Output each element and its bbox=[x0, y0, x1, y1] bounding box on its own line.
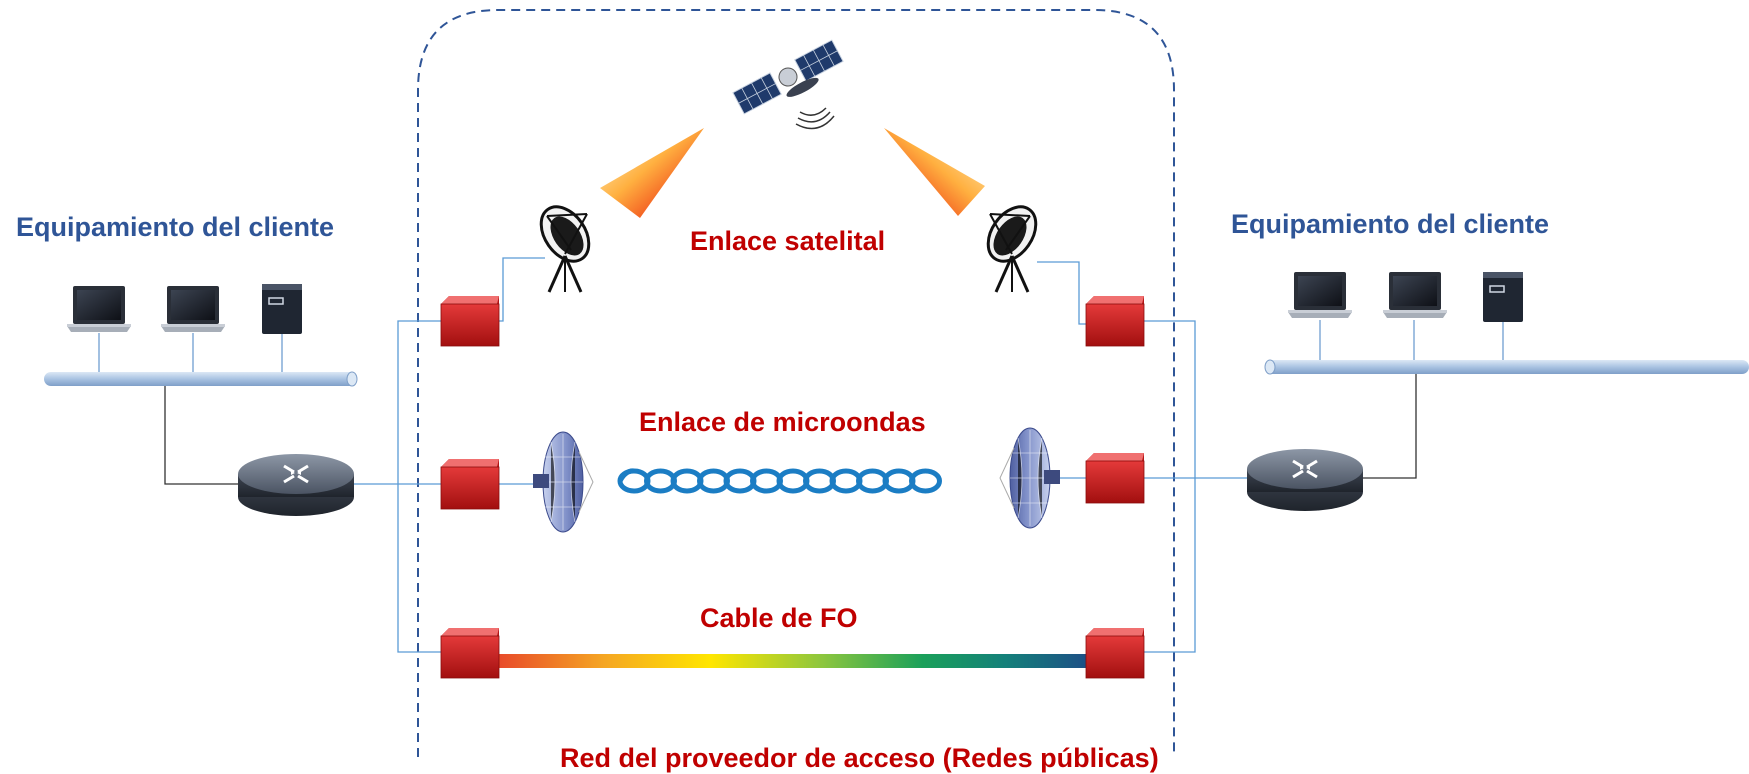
provider-network-label: Red del proveedor de acceso (Redes públi… bbox=[560, 743, 1159, 773]
laptop-icon bbox=[67, 286, 131, 332]
laptop-icon bbox=[1383, 272, 1447, 318]
signal-loop bbox=[697, 468, 730, 494]
left-client-title: Equipamiento del cliente bbox=[16, 212, 335, 242]
signal-loop bbox=[909, 468, 942, 494]
access-wires bbox=[354, 257, 1247, 653]
multiplexer-box-icon bbox=[1085, 452, 1145, 504]
multiplexer-box-icon bbox=[440, 627, 500, 679]
microwave-antenna-icon bbox=[999, 427, 1061, 529]
signal-tail bbox=[617, 468, 635, 483]
signal-wave-icon bbox=[795, 107, 835, 130]
multiplexer-box-icon bbox=[1085, 295, 1145, 347]
multiplexer-box-icon bbox=[1085, 627, 1145, 679]
satellite-beam-right bbox=[884, 128, 985, 216]
dish-antenna-icon bbox=[976, 196, 1048, 294]
signal-loop bbox=[829, 468, 863, 494]
server-icon bbox=[261, 283, 303, 335]
multiplexer-box-icon bbox=[440, 295, 500, 347]
signal-loop bbox=[776, 468, 810, 494]
microwave-signal bbox=[617, 468, 942, 494]
laptop-icon bbox=[1288, 272, 1352, 318]
right-client-lan bbox=[1245, 271, 1749, 513]
signal-loop bbox=[723, 468, 757, 494]
lan-bus bbox=[1265, 360, 1749, 374]
fiber-link-label: Cable de FO bbox=[700, 603, 858, 633]
server-icon bbox=[1482, 271, 1524, 323]
signal-loop bbox=[856, 468, 889, 494]
microwave-link-label: Enlace de microondas bbox=[639, 407, 926, 437]
signal-loop bbox=[670, 468, 704, 494]
network-diagram bbox=[44, 9, 1749, 757]
satellite-beam-left bbox=[600, 128, 704, 218]
left-client-lan bbox=[44, 283, 358, 518]
signal-loop bbox=[882, 468, 916, 494]
satellite-icon bbox=[732, 39, 844, 115]
dish-antenna-icon bbox=[529, 196, 601, 294]
signal-loop bbox=[750, 468, 783, 494]
right-client-title: Equipamiento del cliente bbox=[1231, 209, 1550, 239]
multiplexer-box-icon bbox=[440, 458, 500, 510]
signal-loop bbox=[644, 468, 677, 494]
fiber-cable bbox=[498, 654, 1088, 668]
laptop-icon bbox=[161, 286, 225, 332]
provider-network-boundary bbox=[417, 9, 1175, 757]
satellite-link-label: Enlace satelital bbox=[690, 226, 886, 256]
lan-bus bbox=[44, 372, 356, 386]
router-icon bbox=[236, 452, 356, 518]
signal-loop bbox=[803, 468, 836, 494]
microwave-antenna-icon bbox=[532, 431, 594, 533]
router-icon bbox=[1245, 447, 1365, 513]
